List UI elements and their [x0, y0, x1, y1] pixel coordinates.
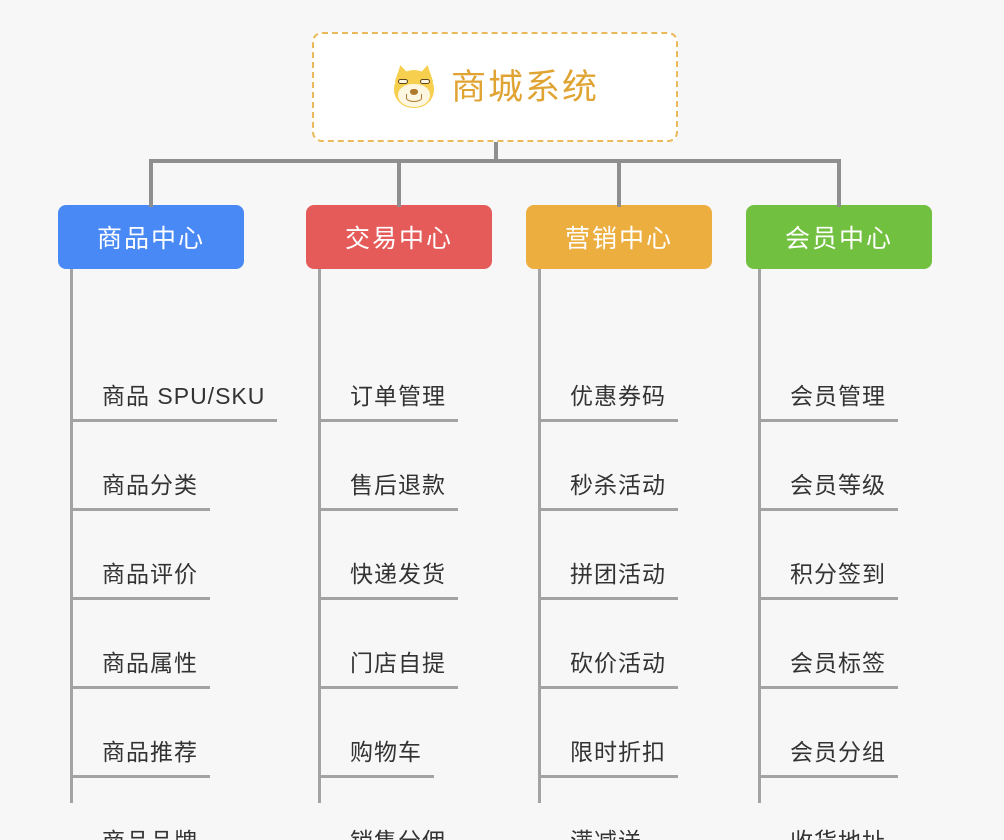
leaf-item-label: 会员管理	[758, 377, 898, 422]
leaf-item[interactable]: 商品属性	[70, 600, 244, 689]
leaf-item[interactable]: 优惠券码	[538, 333, 712, 422]
root-title: 商城系统	[450, 67, 599, 107]
root-node[interactable]: 商城系统	[312, 32, 678, 142]
branch-4: 会员中心会员管理会员等级积分签到会员标签会员分组收货地址	[746, 205, 932, 840]
leaf-item[interactable]: 限时折扣	[538, 689, 712, 778]
leaf-list: 优惠券码秒杀活动拼团活动砍价活动限时折扣满减送	[526, 333, 712, 840]
leaf-item[interactable]: 收货地址	[758, 778, 932, 840]
leaf-item-label: 商品推荐	[70, 733, 210, 778]
connector-drop-3	[617, 159, 621, 207]
leaf-item-label: 积分签到	[758, 555, 898, 600]
leaf-item-label: 会员分组	[758, 733, 898, 778]
leaf-item-label: 会员标签	[758, 644, 898, 689]
leaf-item[interactable]: 商品推荐	[70, 689, 244, 778]
leaf-item-label: 秒杀活动	[538, 466, 678, 511]
leaf-item-label: 砍价活动	[538, 644, 678, 689]
leaf-item[interactable]: 销售分佣	[318, 778, 492, 840]
leaf-item[interactable]: 满减送	[538, 778, 712, 840]
leaf-item[interactable]: 门店自提	[318, 600, 492, 689]
leaf-item-label: 会员等级	[758, 466, 898, 511]
branch-header-label: 商品中心	[96, 225, 205, 253]
leaf-item[interactable]: 商品评价	[70, 511, 244, 600]
leaf-item[interactable]: 商品 SPU/SKU	[70, 333, 278, 422]
branch-header-1[interactable]: 商品中心	[58, 205, 244, 269]
leaf-item-label: 商品分类	[70, 466, 210, 511]
leaf-item[interactable]: 秒杀活动	[538, 422, 712, 511]
leaf-item-label: 限时折扣	[538, 733, 678, 778]
leaf-item-label: 订单管理	[318, 377, 458, 422]
branch-header-label: 交易中心	[344, 225, 453, 253]
leaf-item-label: 售后退款	[318, 466, 458, 511]
branch-header-4[interactable]: 会员中心	[746, 205, 932, 269]
leaf-item-label: 商品属性	[70, 644, 210, 689]
branch-spine-1	[70, 269, 73, 803]
leaf-item[interactable]: 快递发货	[318, 511, 492, 600]
leaf-list: 商品 SPU/SKU 商品分类商品评价商品属性商品推荐商品品牌	[58, 333, 278, 840]
branch-header-label: 会员中心	[784, 225, 893, 253]
leaf-item[interactable]: 会员管理	[758, 333, 932, 422]
leaf-item[interactable]: 购物车	[318, 689, 492, 778]
connector-drop-1	[149, 159, 153, 207]
leaf-item-label: 商品 SPU/SKU	[70, 377, 278, 422]
branch-3: 营销中心优惠券码秒杀活动拼团活动砍价活动限时折扣满减送	[526, 205, 712, 840]
branch-header-label: 营销中心	[564, 225, 673, 253]
leaf-item-label: 收货地址	[758, 822, 898, 840]
branch-header-2[interactable]: 交易中心	[306, 205, 492, 269]
connector-horizontal-bus	[150, 159, 838, 163]
leaf-item-label: 拼团活动	[538, 555, 678, 600]
leaf-item[interactable]: 商品品牌	[70, 778, 244, 840]
leaf-item-label: 商品评价	[70, 555, 210, 600]
branch-spine-4	[758, 269, 761, 803]
connector-root-stem	[494, 142, 498, 163]
leaf-item[interactable]: 会员标签	[758, 600, 932, 689]
leaf-item[interactable]: 订单管理	[318, 333, 492, 422]
leaf-item[interactable]: 会员等级	[758, 422, 932, 511]
branch-2: 交易中心订单管理售后退款快递发货门店自提购物车销售分佣	[306, 205, 492, 840]
connector-drop-2	[397, 159, 401, 207]
leaf-item[interactable]: 拼团活动	[538, 511, 712, 600]
leaf-item[interactable]: 商品分类	[70, 422, 244, 511]
leaf-item[interactable]: 售后退款	[318, 422, 492, 511]
leaf-item-label: 销售分佣	[318, 822, 458, 840]
connector-drop-4	[837, 159, 841, 207]
branch-header-3[interactable]: 营销中心	[526, 205, 712, 269]
leaf-item-label: 快递发货	[318, 555, 458, 600]
shiba-inu-dog-face-icon	[391, 63, 437, 109]
leaf-item-label: 门店自提	[318, 644, 458, 689]
leaf-item[interactable]: 积分签到	[758, 511, 932, 600]
leaf-item-label: 商品品牌	[70, 822, 210, 840]
branch-spine-2	[318, 269, 321, 803]
leaf-item[interactable]: 砍价活动	[538, 600, 712, 689]
leaf-item-label: 优惠券码	[538, 377, 678, 422]
leaf-item-label: 购物车	[318, 733, 434, 778]
branch-spine-3	[538, 269, 541, 803]
leaf-item-label: 满减送	[538, 822, 654, 840]
leaf-list: 会员管理会员等级积分签到会员标签会员分组收货地址	[746, 333, 932, 840]
leaf-item[interactable]: 会员分组	[758, 689, 932, 778]
leaf-list: 订单管理售后退款快递发货门店自提购物车销售分佣	[306, 333, 492, 840]
